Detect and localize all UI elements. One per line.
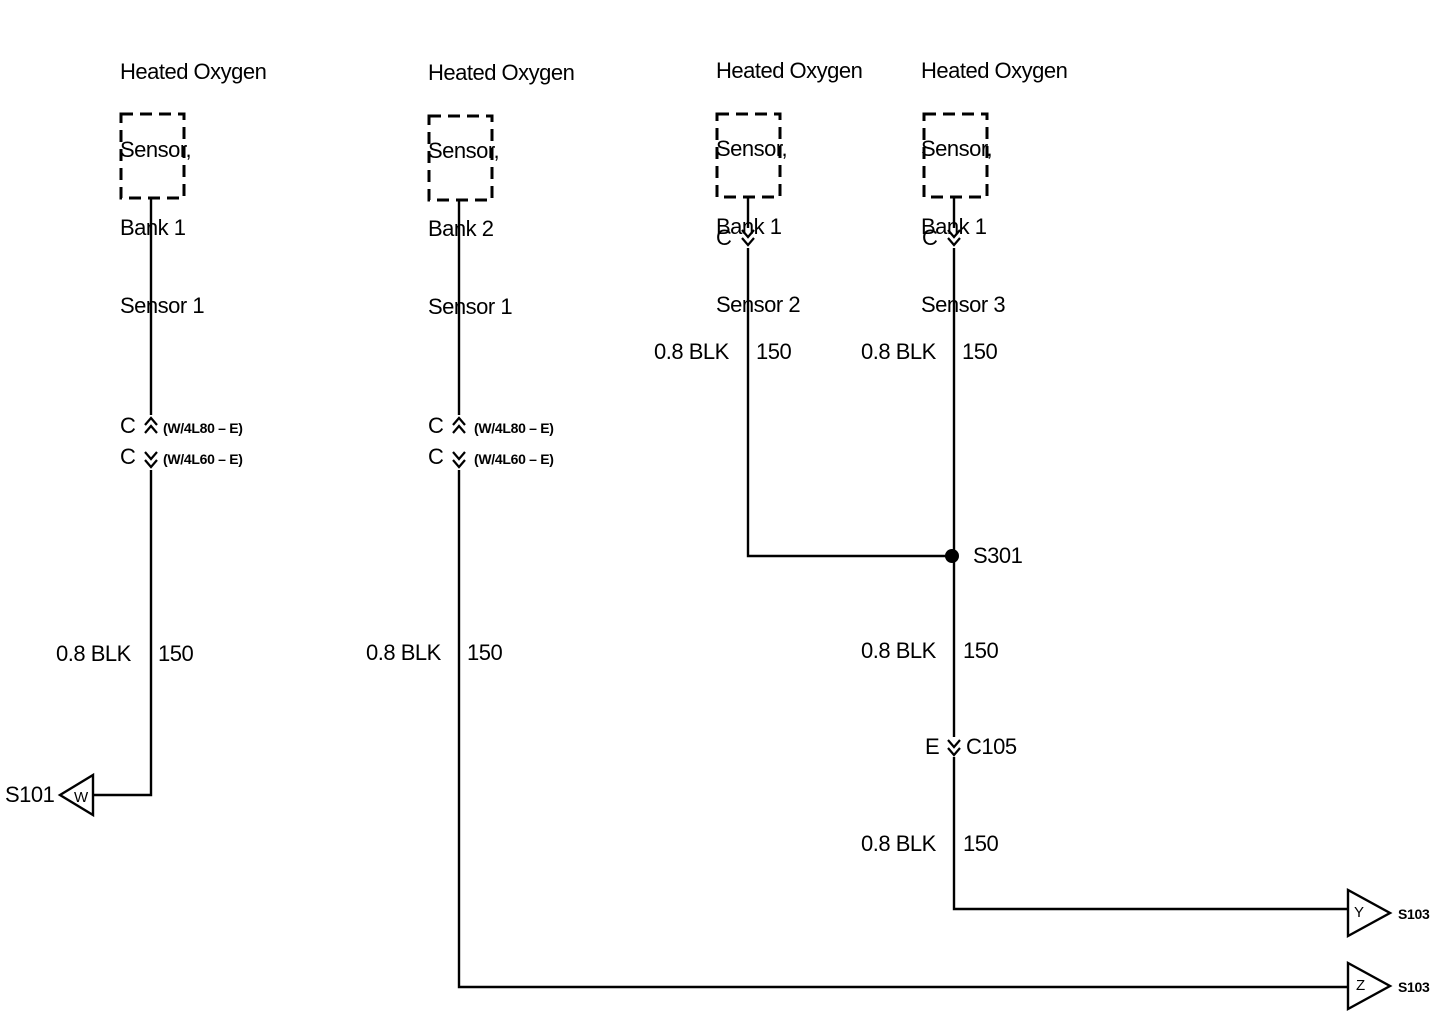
sensor-title-line: Sensor,: [921, 136, 993, 161]
option-label-4l60: (W/4L60 – E): [474, 451, 554, 467]
connector-label-c: C: [428, 413, 444, 438]
wire-circuit-label: 150: [158, 641, 194, 666]
wire-bank1-sensor1: [92, 198, 153, 797]
wire-bank2-sensor1: [457, 200, 1348, 989]
splice-label-s103-z: S103: [1398, 979, 1430, 995]
offpage-arrow-z-icon: [1346, 960, 1393, 1012]
sensor-title-line: Sensor 1: [428, 294, 513, 319]
sensor-title-line: Sensor,: [428, 138, 500, 163]
option-label-4l80: (W/4L80 – E): [474, 420, 554, 436]
wire-gauge-label: 0.8 BLK: [861, 339, 936, 364]
splice-label-s101: S101: [5, 782, 55, 807]
connector-chevron-icon: [741, 229, 961, 247]
connector-label-c: C: [120, 444, 136, 469]
wire-circuit-label: 150: [962, 339, 998, 364]
offpage-letter-y: Y: [1354, 904, 1364, 921]
option-label-4l80: (W/4L80 – E): [163, 420, 243, 436]
wire-gauge-label: 0.8 BLK: [56, 641, 131, 666]
splice-label-s301: S301: [973, 543, 1023, 568]
sensor-title-line: Bank 1: [716, 214, 782, 239]
connector-chevron-icon: [947, 739, 961, 757]
sensor-title-line: Heated Oxygen: [921, 58, 1068, 83]
sensor-box-bank1-sensor3: [922, 112, 989, 199]
sensor-title-bank2-sensor1: Heated Oxygen Sensor, Bank 2 Sensor 1: [428, 8, 575, 346]
sensor-title-line: Bank 1: [120, 215, 186, 240]
sensor-title-line: Sensor,: [716, 136, 788, 161]
sensor-box-bank1-sensor1: [119, 112, 186, 200]
sensor-box-bank2-sensor1: [427, 114, 494, 202]
sensor-title-bank1-sensor1: Heated Oxygen Sensor, Bank 1 Sensor 1: [120, 7, 267, 345]
sensor-title-line: Bank 2: [428, 216, 494, 241]
sensor-title-line: Sensor 2: [716, 292, 801, 317]
option-label-4l60: (W/4L60 – E): [163, 451, 243, 467]
offpage-letter-z: Z: [1356, 977, 1365, 994]
splice-dot-s301: [945, 549, 959, 563]
sensor-title-bank1-sensor2: Heated Oxygen Sensor, Bank 1 Sensor 2: [716, 6, 863, 344]
wire-gauge-label: 0.8 BLK: [861, 831, 936, 856]
sensor-title-bank1-sensor3: Heated Oxygen Sensor, Bank 1 Sensor 3: [921, 6, 1068, 344]
wire-circuit-label: 150: [467, 640, 503, 665]
wire-circuit-label: 150: [963, 638, 999, 663]
connector-chevron-icon: [144, 416, 158, 469]
sensor-title-line: Sensor 3: [921, 292, 1006, 317]
connector-label-c105: C105: [966, 734, 1017, 759]
wire-bank1-sensor2: [746, 197, 952, 558]
connector-label-c: C: [428, 444, 444, 469]
wire-bank1-sensor3: [952, 197, 1348, 911]
offpage-arrow-w-icon: [57, 772, 95, 818]
sensor-title-line: Heated Oxygen: [716, 58, 863, 83]
wire-gauge-label: 0.8 BLK: [861, 638, 936, 663]
sensor-title-line: Sensor,: [120, 137, 192, 162]
splice-label-s103-y: S103: [1398, 906, 1430, 922]
connector-label-c: C: [922, 225, 938, 250]
sensor-title-line: Heated Oxygen: [120, 59, 267, 84]
connector-label-e: E: [925, 734, 940, 759]
wire-circuit-label: 150: [963, 831, 999, 856]
connector-chevron-icon: [452, 416, 466, 469]
wire-circuit-label: 150: [756, 339, 792, 364]
connector-label-c: C: [120, 413, 136, 438]
offpage-letter-w: W: [74, 789, 88, 806]
wire-gauge-label: 0.8 BLK: [366, 640, 441, 665]
sensor-title-line: Bank 1: [921, 214, 987, 239]
connector-label-c: C: [716, 225, 732, 250]
sensor-title-line: Sensor 1: [120, 293, 205, 318]
sensor-title-line: Heated Oxygen: [428, 60, 575, 85]
wire-gauge-label: 0.8 BLK: [654, 339, 729, 364]
offpage-arrow-y-icon: [1346, 887, 1393, 939]
